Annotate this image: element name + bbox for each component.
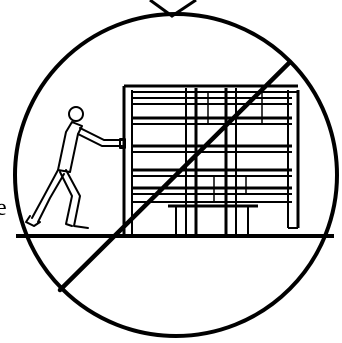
shelving-unit-icon xyxy=(124,86,298,236)
person-pushing-icon xyxy=(26,107,125,228)
cropped-glyph-bottom: ¯ xyxy=(150,331,160,343)
cropped-glyph-left: e xyxy=(0,196,7,220)
